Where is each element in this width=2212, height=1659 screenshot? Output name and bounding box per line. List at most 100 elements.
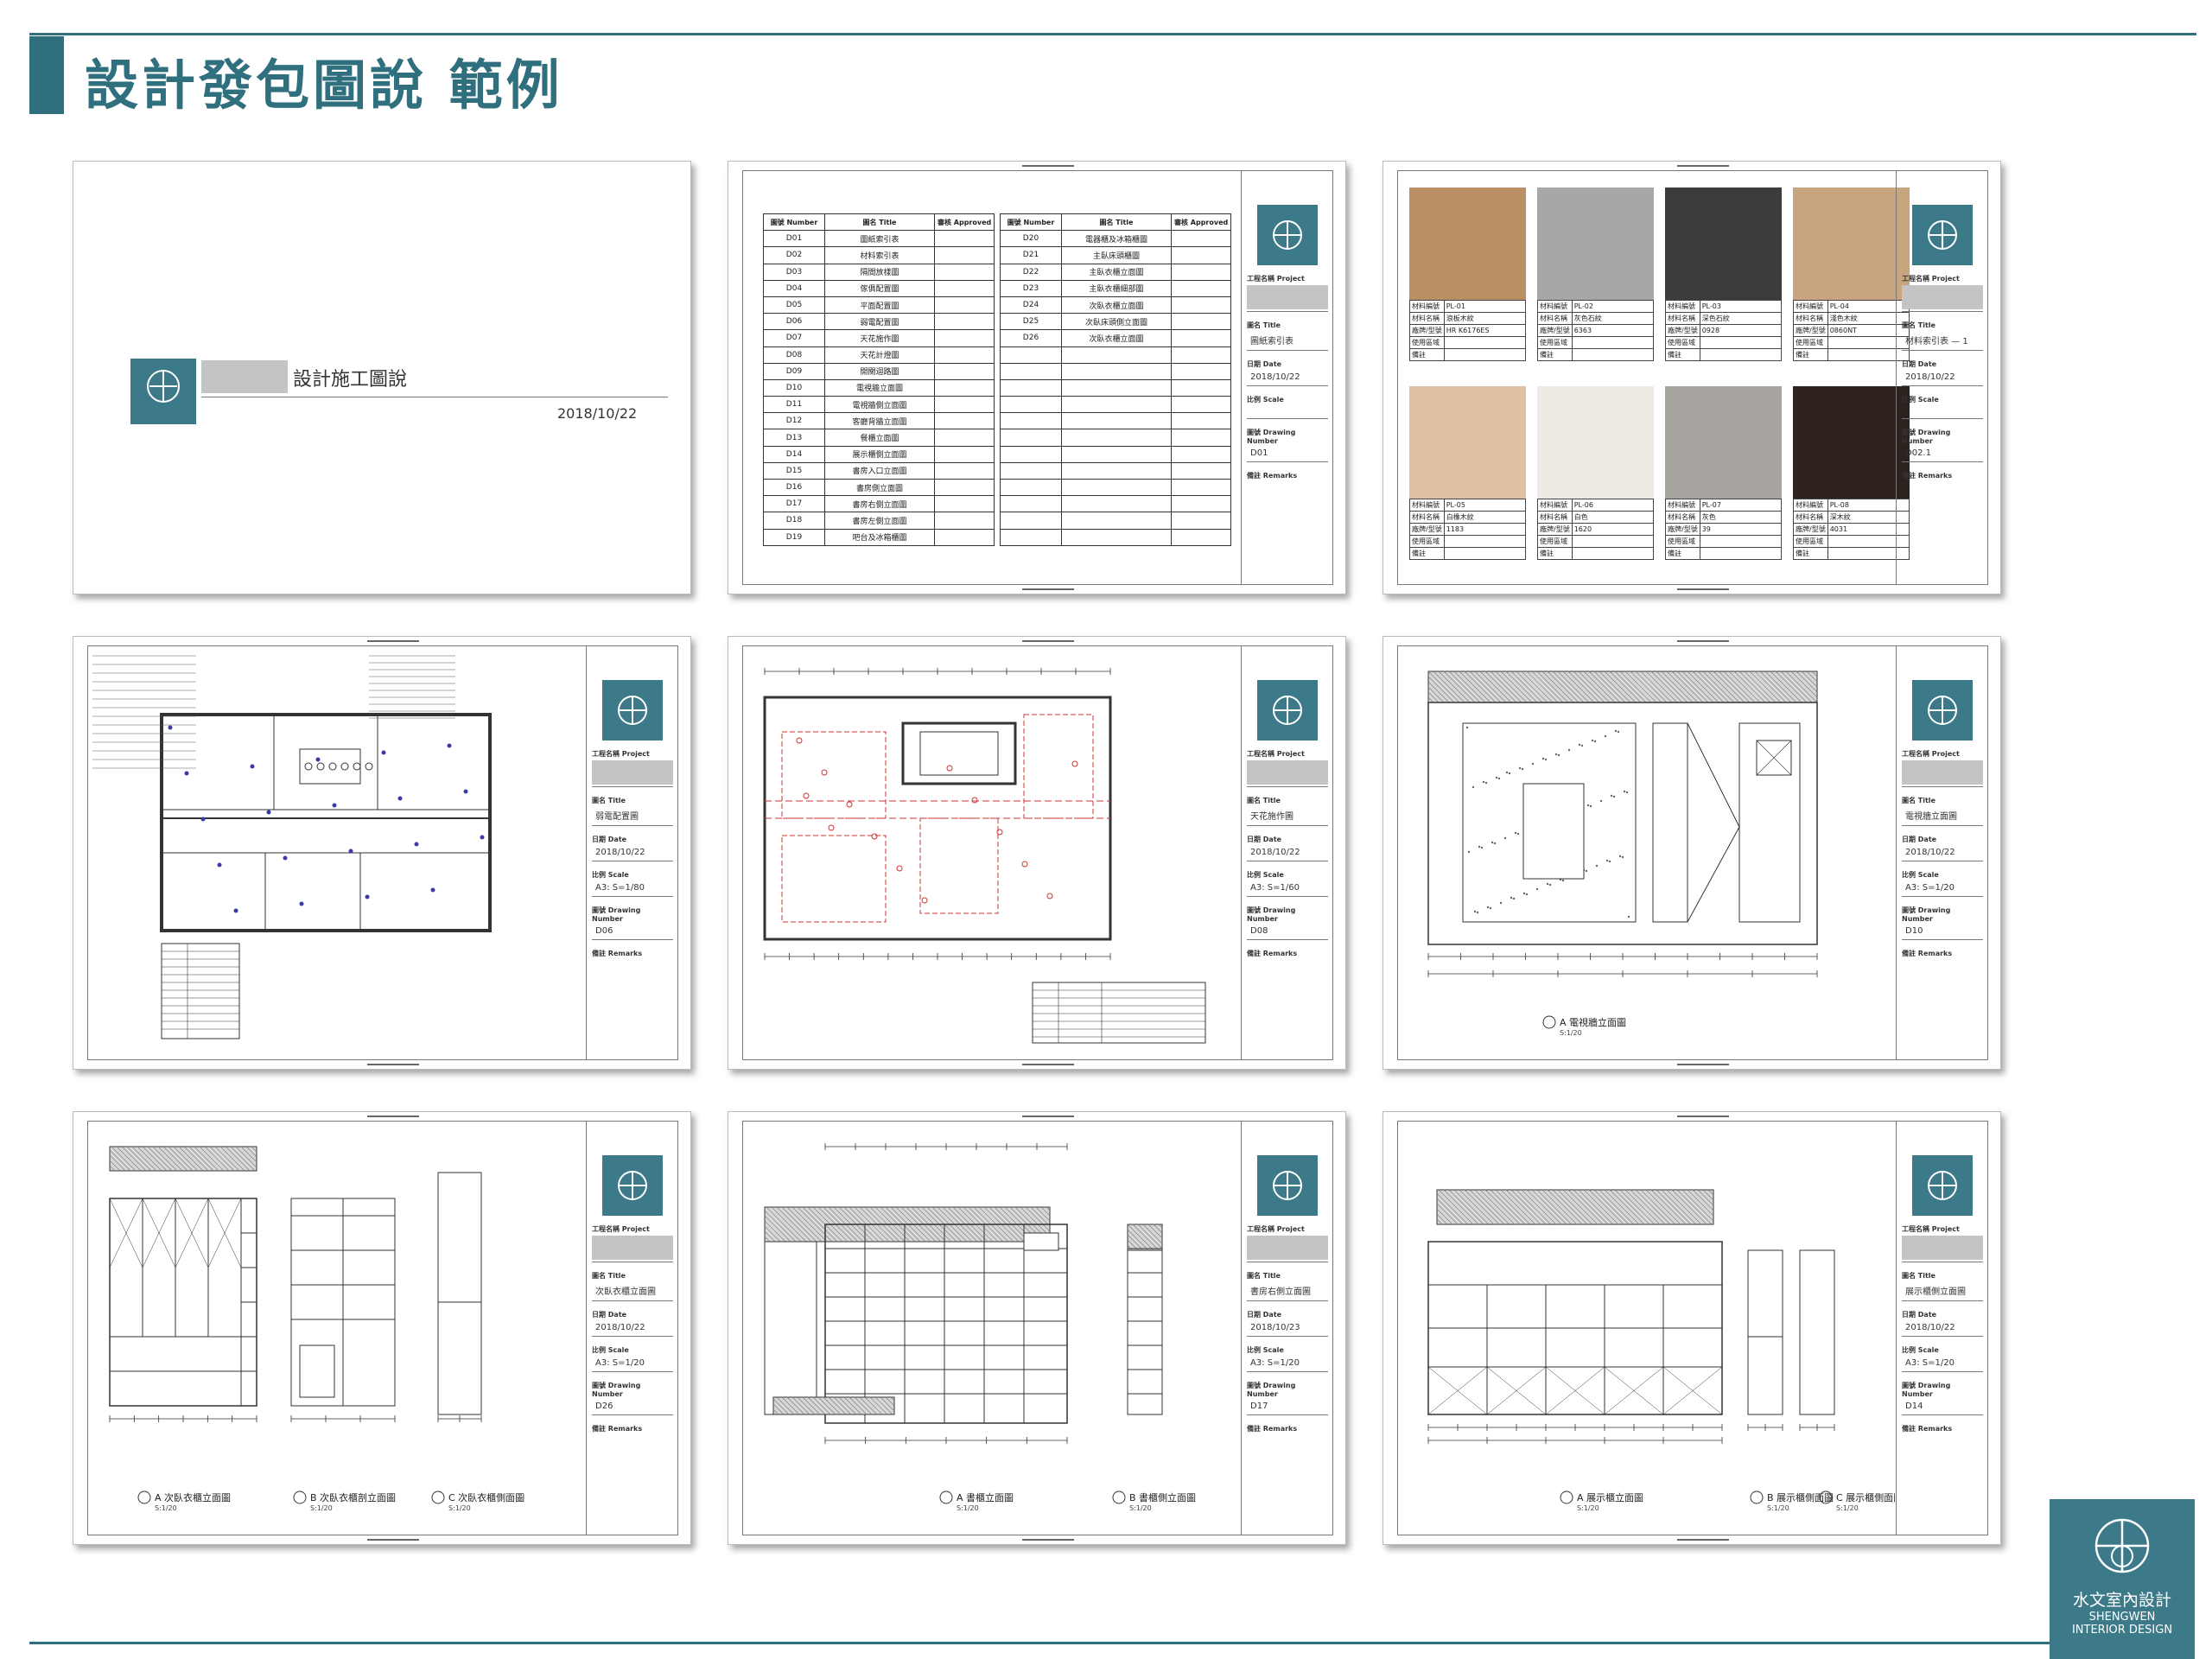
cell-approved bbox=[1170, 396, 1232, 414]
cell-approved bbox=[1170, 279, 1232, 297]
cell-number: D06 bbox=[763, 313, 825, 331]
caption-scale: S:1/20 bbox=[1577, 1504, 1599, 1512]
tb-date: 2018/10/22 bbox=[595, 848, 645, 857]
cell-number: D09 bbox=[763, 362, 825, 380]
label-scale: 比例 Scale bbox=[1247, 396, 1284, 404]
label-scale: 比例 Scale bbox=[592, 1346, 629, 1354]
brand-logo-icon bbox=[602, 1155, 663, 1216]
material-key: 材料名稱 bbox=[1537, 312, 1573, 325]
cell-title: 天花施作圖 bbox=[824, 329, 935, 347]
cell-number: D05 bbox=[763, 296, 825, 315]
label-date: 日期 Date bbox=[1902, 360, 1937, 368]
tb-title: 弱電配置圖 bbox=[595, 812, 639, 822]
label-remarks: 備註 Remarks bbox=[592, 1425, 643, 1433]
cell-approved bbox=[933, 512, 995, 530]
tb-title: 次臥衣櫃立面圖 bbox=[595, 1287, 656, 1297]
frame-tick bbox=[1022, 1539, 1074, 1541]
table-row bbox=[1000, 445, 1232, 463]
page-title: 設計發包圖說 範例 bbox=[85, 54, 563, 117]
material-key: 材料編號 bbox=[1665, 300, 1700, 313]
cell-title: 次臥衣櫃立面圖 bbox=[1061, 296, 1172, 315]
cell-title bbox=[1061, 429, 1172, 447]
title-block: 工程名稱 Project 圖名 Title 材料索引表 — 1 日期 Date … bbox=[1896, 170, 1988, 585]
material-key: 材料編號 bbox=[1409, 499, 1445, 512]
project-name-redacted bbox=[1902, 760, 1983, 785]
table-row bbox=[1000, 412, 1232, 430]
sheet-frame bbox=[87, 645, 678, 1060]
cell-approved bbox=[1170, 378, 1232, 397]
cell-approved bbox=[1170, 346, 1232, 364]
cell-title bbox=[1061, 412, 1172, 430]
cell-number: D14 bbox=[763, 445, 825, 463]
cell-title bbox=[1061, 445, 1172, 463]
frame-tick bbox=[1677, 1116, 1729, 1117]
cell-number: D11 bbox=[763, 396, 825, 414]
label-date: 日期 Date bbox=[1247, 1311, 1282, 1319]
cell-approved bbox=[933, 445, 995, 463]
material-key: 備註 bbox=[1537, 547, 1573, 560]
project-name-redacted bbox=[1902, 1236, 1983, 1260]
cell-title: 書房左側立面圖 bbox=[824, 512, 935, 530]
caption-scale: S:1/20 bbox=[310, 1504, 333, 1512]
cell-title: 書房右側立面圖 bbox=[824, 495, 935, 513]
cell-number bbox=[1000, 346, 1062, 364]
material-key: 廠牌/型號 bbox=[1537, 324, 1573, 337]
label-date: 日期 Date bbox=[1902, 836, 1937, 843]
tb-rule bbox=[1247, 350, 1328, 351]
caption-scale: S:1/20 bbox=[1836, 1504, 1859, 1512]
cell-number bbox=[1000, 528, 1062, 546]
label-project: 工程名稱 Project bbox=[1247, 1225, 1305, 1233]
material-value bbox=[1443, 535, 1527, 548]
cell-number: D21 bbox=[1000, 246, 1062, 264]
cell-number bbox=[1000, 512, 1062, 530]
cell-approved bbox=[933, 230, 995, 248]
material-value: PL-03 bbox=[1699, 300, 1783, 313]
cell-number bbox=[1000, 461, 1062, 480]
tb-date: 2018/10/22 bbox=[1905, 372, 1955, 382]
tb-date: 2018/10/22 bbox=[1905, 1323, 1955, 1332]
brand-logo-icon bbox=[1257, 680, 1318, 741]
tb-rule bbox=[1902, 896, 1983, 897]
project-name-redacted bbox=[201, 360, 288, 393]
material-value bbox=[1443, 348, 1527, 361]
frame-tick bbox=[367, 640, 419, 642]
tb-rule bbox=[592, 1371, 673, 1372]
tb-rule bbox=[1902, 786, 1983, 787]
label-title: 圖名 Title bbox=[1247, 1272, 1281, 1280]
material-key: 材料名稱 bbox=[1665, 511, 1700, 524]
cell-approved bbox=[933, 246, 995, 264]
label-title: 圖名 Title bbox=[592, 1272, 626, 1280]
col-header-title: 圖名 Title bbox=[824, 213, 935, 232]
title-accent-bar bbox=[29, 36, 64, 114]
cell-approved bbox=[933, 429, 995, 447]
frame-tick bbox=[1022, 1064, 1074, 1065]
material-value bbox=[1571, 336, 1655, 349]
label-number: 圖號 Drawing Number bbox=[592, 906, 641, 923]
caption-text: C 展示櫃側面圖 bbox=[1836, 1491, 1895, 1503]
caption-scale: S:1/20 bbox=[957, 1504, 979, 1512]
brand-name-en-2: INTERIOR DESIGN bbox=[2071, 1624, 2173, 1637]
project-name-redacted bbox=[592, 1236, 673, 1260]
tb-rule bbox=[1247, 1300, 1328, 1301]
brand-logo-icon bbox=[1912, 205, 1973, 265]
cell-approved bbox=[933, 329, 995, 347]
cell-title bbox=[1061, 378, 1172, 397]
caption-scale: S:1/20 bbox=[1767, 1504, 1789, 1512]
material-value bbox=[1827, 547, 1910, 560]
cell-approved bbox=[933, 279, 995, 297]
material-swatch bbox=[1537, 386, 1654, 499]
tb-number: D10 bbox=[1905, 926, 1923, 936]
cell-number: D17 bbox=[763, 495, 825, 513]
